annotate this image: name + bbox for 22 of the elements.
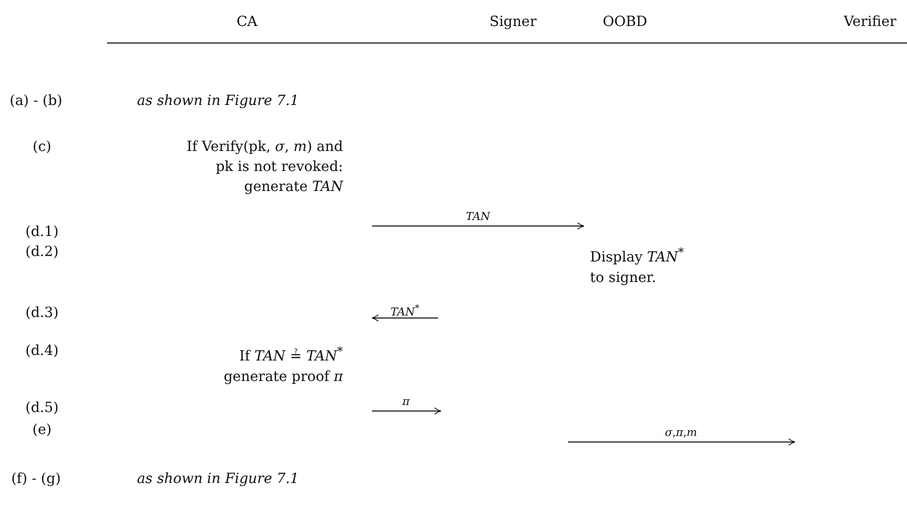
step-label: (f) - (g) [11,470,61,489]
step-label: (c) [32,138,52,157]
step-label: (d.3) [25,304,59,323]
column-header: Signer [489,13,537,32]
action-text: If TAN ≟ TAN$^{*}$ generate proof π [222,343,343,387]
step-label: (d.5) [25,399,59,418]
column-header: CA [236,13,258,32]
column-header: Verifier [844,13,896,32]
step-label: (d.4) [25,342,59,361]
action-text: Display TAN$^{*}$ to signer. [590,244,685,288]
column-header: OOBD [602,13,648,32]
step-label: (d.1) [25,223,59,242]
message-label: TAN$^{*}$ [390,303,420,319]
action-text: If Verify(pk, σ, m) and pk is not revoked: generate TAN [186,138,343,197]
message-label: σ,π,m [664,427,698,439]
note-text: as shown in Figure 7.1 [137,92,299,111]
step-label: (a) - (b) [10,92,62,111]
step-label: (d.2) [25,243,59,262]
message-label: π [402,396,410,408]
step-label: (e) [32,421,52,440]
note-text: as shown in Figure 7.1 [137,470,299,489]
message-label: TAN [466,211,490,223]
